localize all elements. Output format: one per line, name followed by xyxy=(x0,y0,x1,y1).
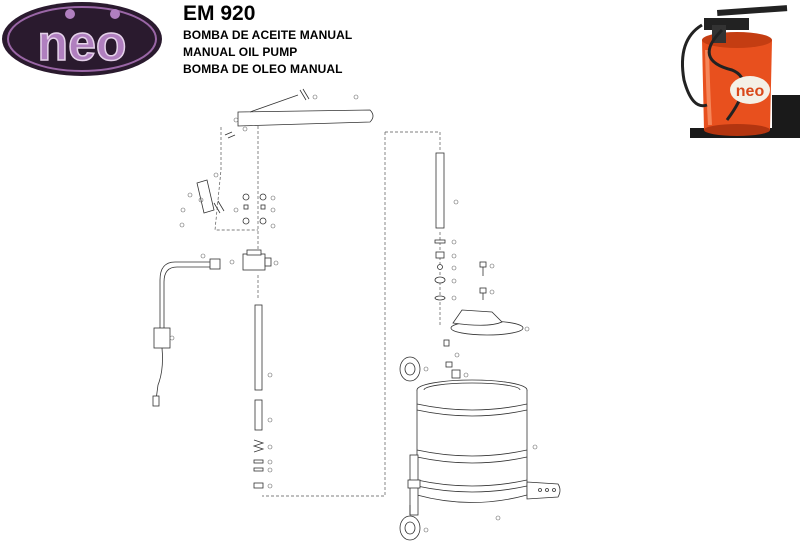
piston-rod xyxy=(252,304,273,489)
subtitle-english: MANUAL OIL PUMP xyxy=(183,45,298,59)
pump-handle xyxy=(224,88,374,139)
suction-tube xyxy=(434,152,459,301)
drum-lid xyxy=(450,309,530,336)
link-plates xyxy=(179,172,225,228)
oil-drum xyxy=(416,379,538,503)
subtitle-portuguese: BOMBA DE OLEO MANUAL xyxy=(183,62,343,76)
photo-label: neo xyxy=(736,83,765,100)
lid-screws xyxy=(479,261,495,300)
drum-frame xyxy=(407,454,561,521)
hose-nozzle xyxy=(152,253,221,407)
pin-bolt-cluster xyxy=(233,193,276,229)
product-photo: neo xyxy=(680,5,800,138)
neo-logo: neo xyxy=(2,2,162,76)
drum-fittings xyxy=(443,339,469,379)
wheels xyxy=(399,356,429,541)
subtitle-spanish: BOMBA DE ACEITE MANUAL xyxy=(183,28,353,42)
pump-head-block xyxy=(229,249,279,271)
logo-text: neo xyxy=(38,15,127,71)
model-number: EM 920 xyxy=(183,2,256,25)
